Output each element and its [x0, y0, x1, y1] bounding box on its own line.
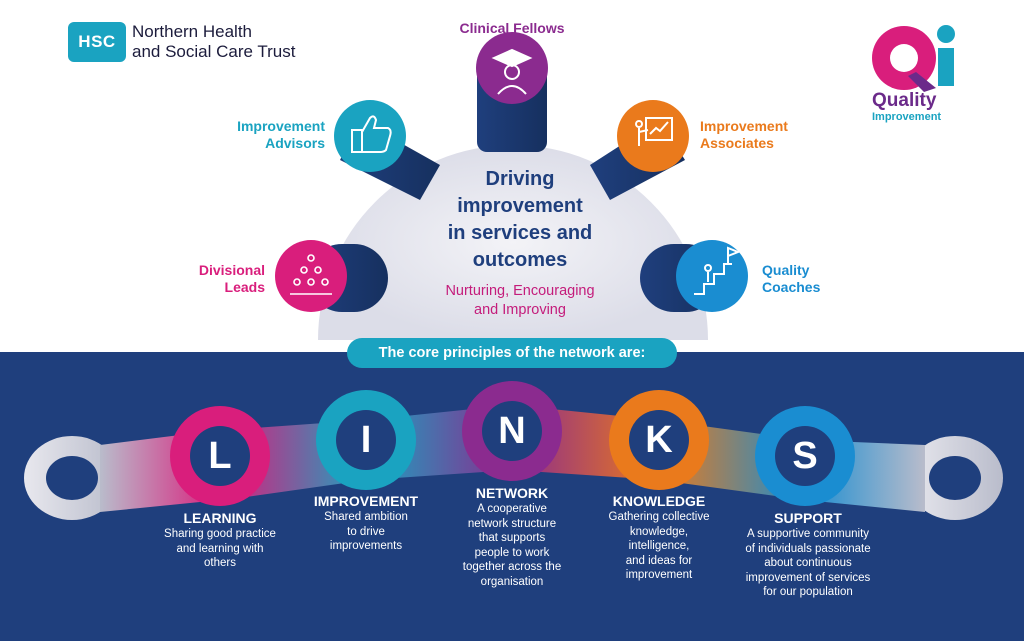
- center-subtitle: Nurturing, Encouraging and Improving: [395, 282, 645, 320]
- principle-network: NETWORK A cooperative network structure …: [432, 485, 592, 589]
- center-title-line: outcomes: [472, 249, 568, 271]
- improvement-associates-circle: [617, 100, 689, 172]
- center-subtitle-line: Nurturing, Encouraging: [445, 283, 595, 299]
- label-divisional-leads-line2: Leads: [224, 279, 265, 295]
- principle-desc-line: others: [204, 557, 236, 569]
- letter-i: I: [336, 410, 396, 470]
- principle-desc-line: intelligence,: [628, 540, 690, 552]
- principle-desc-line: organisation: [480, 575, 544, 588]
- center-title-line: improvement: [457, 195, 583, 217]
- principle-desc-line: and ideas for: [625, 554, 693, 567]
- trust-name: Northern Health and Social Care Trust: [132, 22, 312, 62]
- label-improvement-advisors-line2: Advisors: [265, 135, 325, 151]
- label-improvement-associates-line2: Associates: [700, 135, 774, 151]
- people-pyramid-icon: [290, 254, 332, 295]
- letter-l: L: [190, 426, 250, 486]
- principle-learning: LEARNING Sharing good practice and learn…: [140, 510, 300, 571]
- principle-support: SUPPORT A supportive community of indivi…: [728, 510, 888, 600]
- principle-desc-line: for our population: [763, 586, 853, 598]
- principle-desc-line: improvement of services: [745, 571, 871, 584]
- chain: [24, 381, 1003, 520]
- principle-desc-line: to drive: [347, 525, 385, 538]
- principle-desc-line: that supports: [478, 532, 546, 544]
- letter-n: N: [482, 401, 542, 461]
- principle-desc-line: improvements: [329, 540, 403, 552]
- letter-s: S: [775, 426, 835, 486]
- thumbs-up-icon: [351, 115, 392, 153]
- label-improvement-advisors: Improvement Advisors: [200, 118, 325, 152]
- center-title-line: in services and: [447, 222, 593, 244]
- center-subtitle-line: and Improving: [474, 302, 566, 318]
- label-quality-coaches-line1: Quality: [762, 262, 810, 278]
- principle-desc-line: A cooperative: [477, 503, 547, 515]
- qi-logo-subtitle: Improvement: [872, 111, 942, 123]
- climbing-flag-icon: [694, 246, 741, 295]
- principle-desc-line: people to work: [474, 546, 550, 559]
- principle-desc-line: A supportive community: [746, 528, 870, 540]
- principle-desc-line: improvement: [625, 569, 693, 581]
- principle-desc-line: Sharing good practice: [164, 528, 276, 540]
- letter-k: K: [629, 410, 689, 470]
- label-clinical-fellows: Clinical Fellows: [459, 20, 565, 36]
- principle-desc-line: knowledge,: [629, 525, 689, 538]
- hsc-logo: HSC: [68, 22, 126, 62]
- label-improvement-advisors-line1: Improvement: [237, 118, 325, 134]
- principles-banner: The core principles of the network are:: [347, 338, 677, 368]
- principle-improvement: IMPROVEMENT Shared ambition to drive imp…: [286, 493, 446, 554]
- graduate-icon: [491, 48, 533, 95]
- principle-title: SUPPORT: [774, 510, 842, 526]
- principle-title: LEARNING: [183, 510, 257, 526]
- principle-title: IMPROVEMENT: [313, 493, 419, 509]
- principle-knowledge: KNOWLEDGE Gathering collective knowledge…: [579, 493, 739, 583]
- qi-logo-title: Quality: [872, 90, 937, 111]
- center-title-line: Driving: [485, 168, 555, 190]
- trust-name-line1: Northern Health: [132, 22, 253, 41]
- label-quality-coaches-line2: Coaches: [762, 279, 821, 295]
- label-divisional-leads-line1: Divisional: [198, 262, 265, 278]
- center-title: Driving improvement in services and outc…: [400, 166, 640, 274]
- principle-title: KNOWLEDGE: [612, 493, 706, 509]
- improvement-advisors-circle: [334, 100, 406, 172]
- principle-desc-line: of individuals passionate: [745, 542, 871, 555]
- label-improvement-associates: Improvement Associates: [700, 118, 825, 152]
- qi-logo-mark: [872, 25, 955, 92]
- clinical-fellows-circle: [476, 32, 548, 104]
- principle-desc-line: Gathering collective: [608, 511, 710, 523]
- trust-name-line2: and Social Care Trust: [132, 42, 296, 61]
- divisional-leads-circle: [275, 240, 347, 312]
- principle-title: NETWORK: [475, 485, 549, 501]
- principle-desc-line: network structure: [467, 517, 557, 530]
- principle-desc-line: together across the: [462, 561, 562, 573]
- label-divisional-leads: Divisional Leads: [150, 262, 265, 296]
- label-quality-coaches: Quality Coaches: [762, 262, 877, 296]
- principle-desc-line: about continuous: [764, 557, 852, 569]
- principle-desc-line: Shared ambition: [324, 511, 408, 523]
- principle-desc-line: and learning with: [176, 542, 264, 555]
- presenter-icon: [635, 117, 673, 146]
- label-improvement-associates-line1: Improvement: [700, 118, 788, 134]
